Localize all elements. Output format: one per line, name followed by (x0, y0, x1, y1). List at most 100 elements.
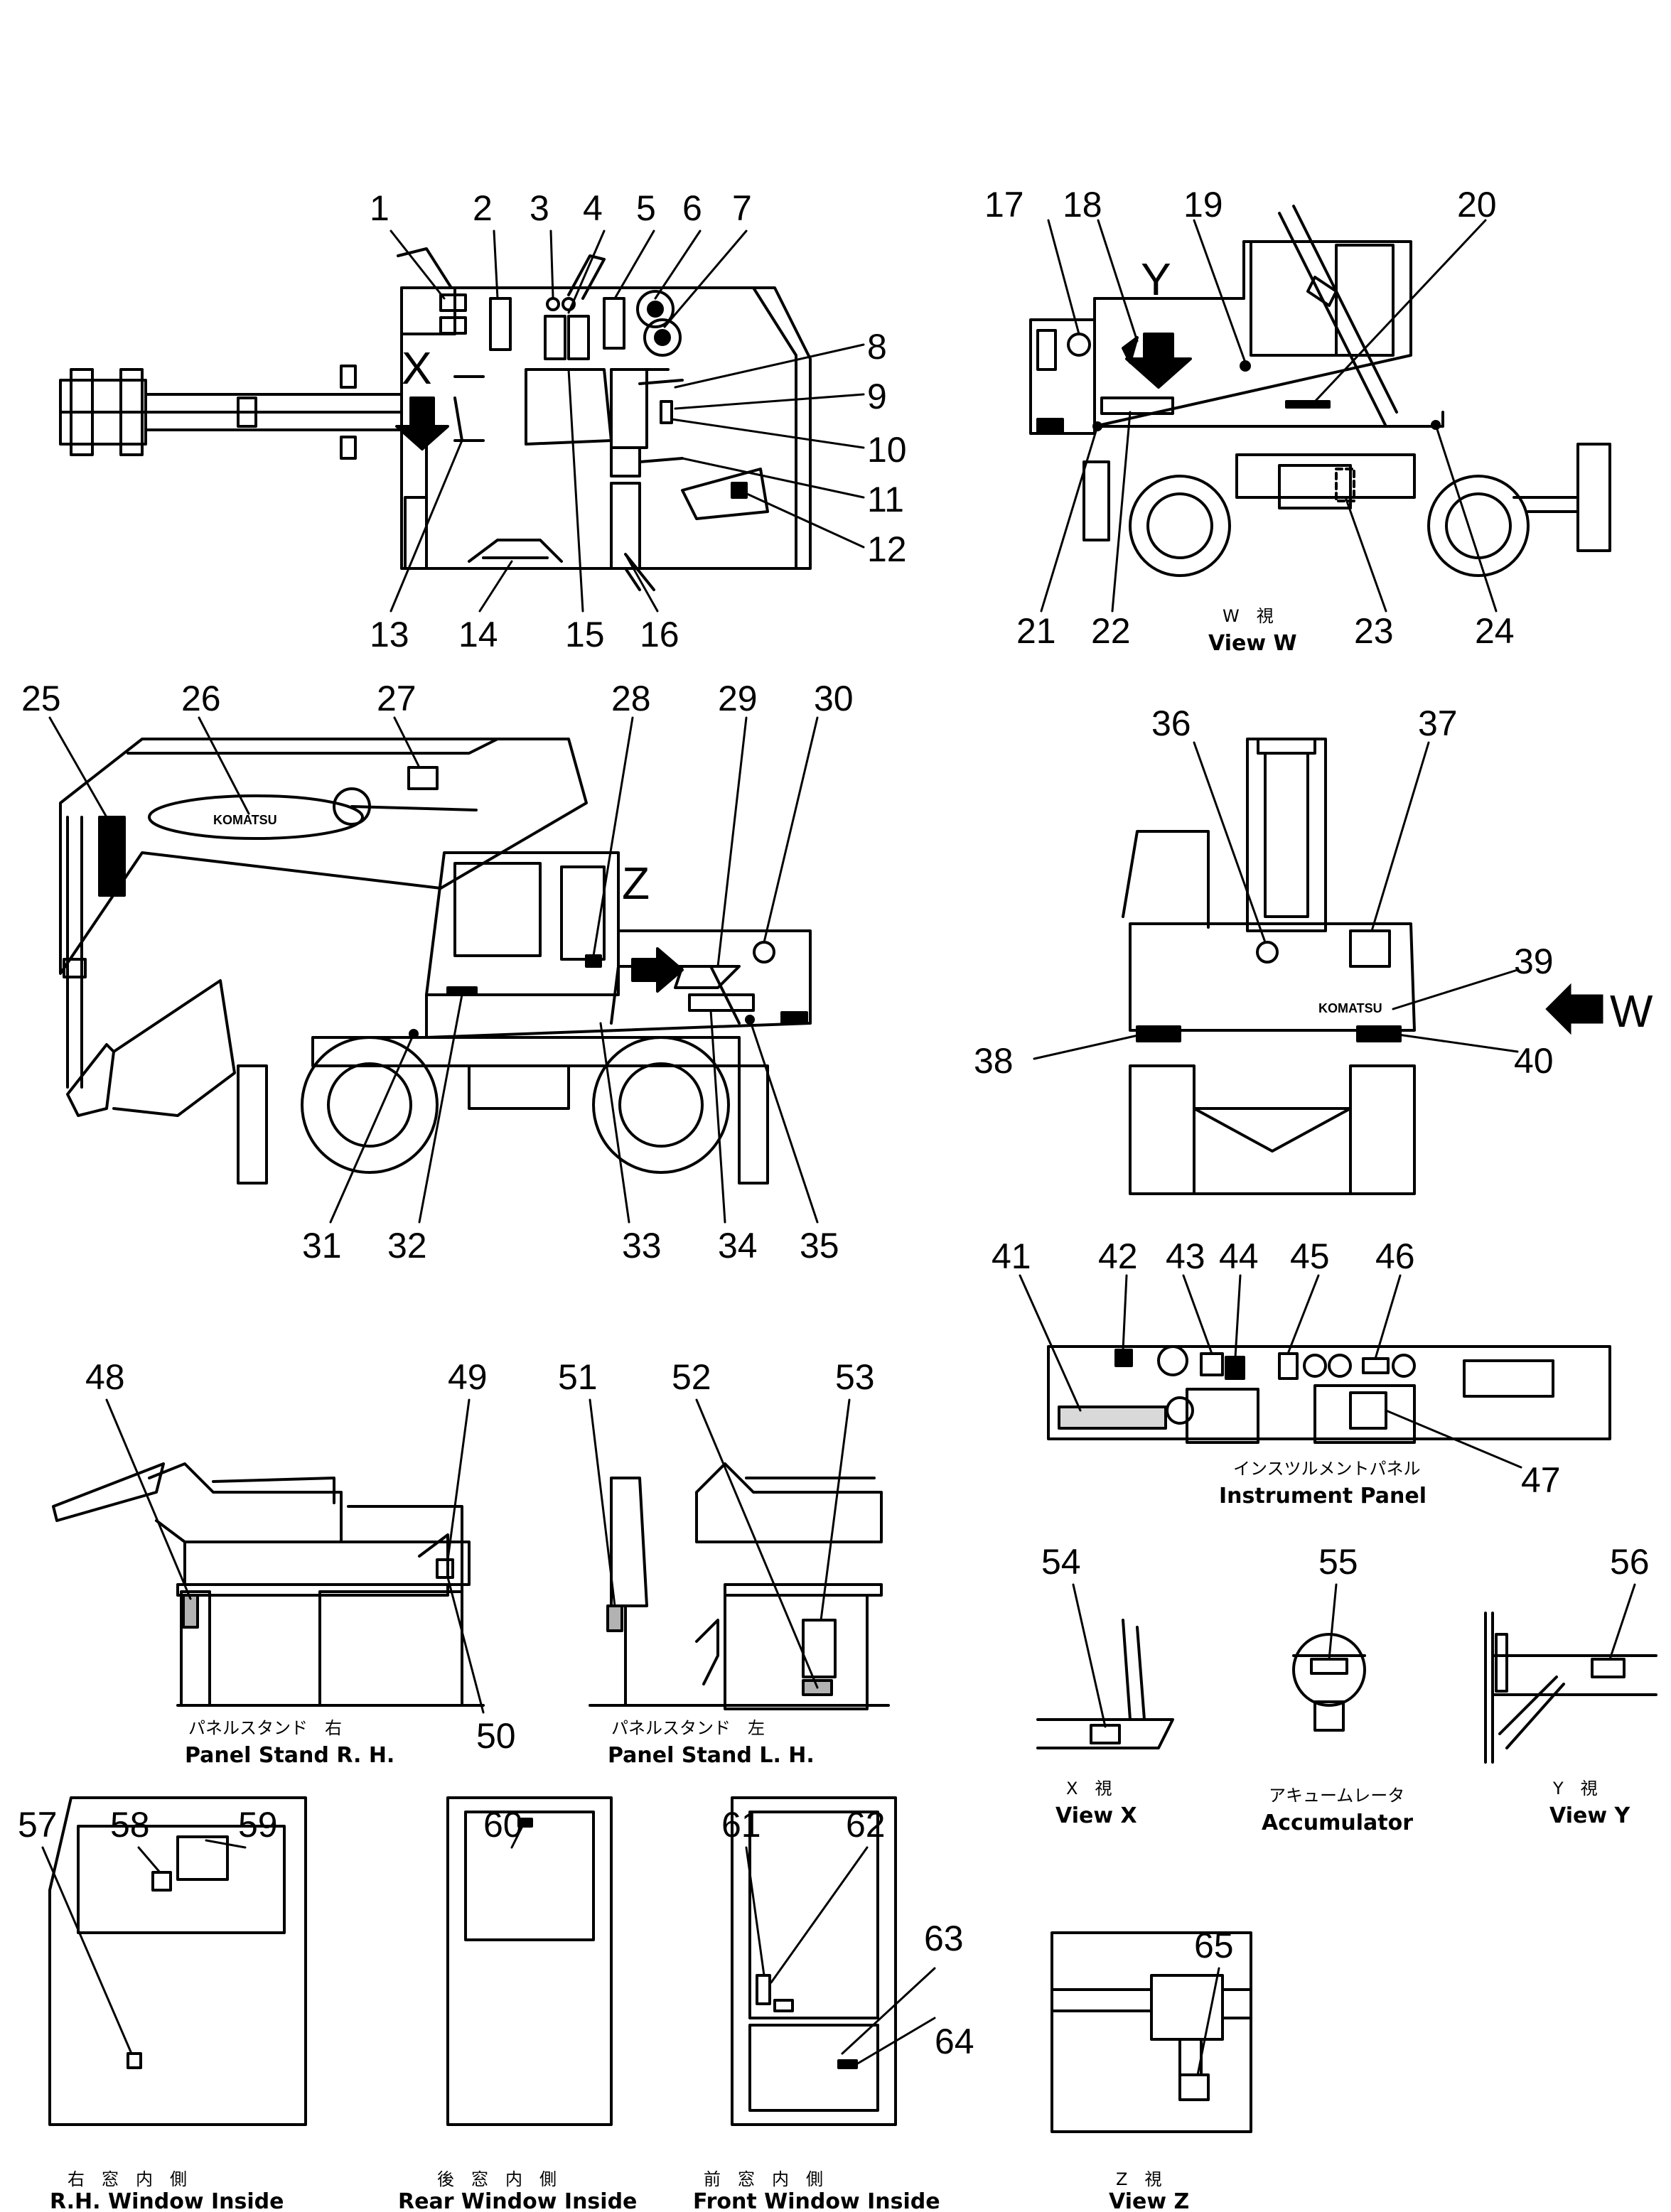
callout-15: 15 (565, 615, 605, 654)
marker-w: W (1610, 986, 1653, 1037)
callout-6: 6 (682, 188, 702, 228)
callout-20: 20 (1457, 185, 1497, 225)
callout-30: 30 (814, 679, 854, 718)
svg-text:KOMATSU: KOMATSU (213, 813, 277, 827)
callout-22: 22 (1091, 611, 1131, 651)
callout-12: 12 (867, 529, 907, 569)
callout-31: 31 (302, 1226, 342, 1266)
callout-25: 25 (21, 679, 61, 718)
view-w-drawing (1029, 205, 1611, 577)
panel-stand-drawings (52, 1462, 890, 1710)
marker-x: X (402, 342, 432, 394)
caption-front-window-jp: 前 窓 内 側 (704, 2169, 823, 2189)
w-arrow-icon (1545, 983, 1603, 1035)
callout-23: 23 (1354, 611, 1394, 651)
callout-65: 65 (1194, 1926, 1234, 1965)
caption-rear-window: Rear Window Inside (398, 2189, 637, 2212)
view-z-drawing (1051, 1931, 1252, 2133)
caption-view-y-jp: Y 視 (1552, 1779, 1598, 1798)
caption-accumulator: Accumulator (1262, 1811, 1413, 1835)
callout-40: 40 (1514, 1041, 1554, 1081)
callout-44: 44 (1219, 1236, 1259, 1276)
callout-8: 8 (867, 327, 887, 367)
callout-64: 64 (935, 2022, 974, 2061)
side-view-drawing: KOMATSU (59, 738, 812, 1185)
caption-view-x-jp: X 視 (1066, 1779, 1112, 1798)
callout-32: 32 (387, 1226, 427, 1266)
caption-rear-window-jp: 後 窓 内 側 (437, 2169, 557, 2189)
callout-14: 14 (458, 615, 498, 654)
callout-19: 19 (1183, 185, 1223, 225)
callout-28: 28 (611, 679, 651, 718)
callout-27: 27 (377, 679, 417, 718)
caption-view-w: View W (1208, 631, 1297, 656)
callout-21: 21 (1016, 611, 1056, 651)
caption-view-y: View Y (1549, 1803, 1630, 1828)
caption-view-z: View Z (1109, 2189, 1189, 2212)
callout-10: 10 (867, 430, 907, 470)
callout-17: 17 (984, 185, 1024, 225)
callout-13: 13 (370, 615, 409, 654)
callout-37: 37 (1418, 703, 1458, 743)
top-view-drawing (59, 247, 812, 591)
captions: W 視 View W パネルスタンド 右 Panel Stand R. H. パ… (50, 606, 1630, 2212)
callout-11: 11 (867, 480, 904, 519)
callout-53: 53 (835, 1357, 875, 1397)
caption-view-x: View X (1055, 1803, 1137, 1828)
callout-5: 5 (636, 188, 656, 228)
callout-43: 43 (1166, 1236, 1205, 1276)
callout-1: 1 (370, 188, 389, 228)
caption-panel-lh-jp: パネルスタンド 左 (611, 1718, 765, 1738)
callout-7: 7 (732, 188, 752, 228)
callout-41: 41 (992, 1236, 1031, 1276)
callout-3: 3 (530, 188, 549, 228)
callout-56: 56 (1610, 1542, 1650, 1582)
callout-36: 36 (1151, 703, 1191, 743)
caption-view-w-jp: W 視 (1223, 606, 1274, 626)
callout-62: 62 (846, 1805, 886, 1845)
caption-rh-window: R.H. Window Inside (50, 2189, 284, 2212)
callout-35: 35 (800, 1226, 839, 1266)
front-view-drawing: KOMATSU (1122, 738, 1416, 1195)
callout-55: 55 (1318, 1542, 1358, 1582)
marker-y: Y (1141, 254, 1171, 305)
callout-57: 57 (18, 1805, 58, 1845)
callout-29: 29 (718, 679, 758, 718)
marker-z: Z (622, 858, 650, 909)
callout-46: 46 (1375, 1236, 1415, 1276)
callout-26: 26 (181, 679, 221, 718)
caption-panel-lh: Panel Stand L. H. (608, 1743, 815, 1768)
caption-rh-window-jp: 右 窓 内 側 (68, 2169, 187, 2189)
leader-lines (41, 219, 1636, 2076)
caption-view-z-jp: Z 視 (1116, 2169, 1161, 2189)
callout-52: 52 (672, 1357, 711, 1397)
caption-instrument-jp: インスツルメントパネル (1233, 1459, 1421, 1479)
caption-instrument: Instrument Panel (1219, 1484, 1426, 1509)
window-drawings (48, 1796, 897, 2126)
callout-33: 33 (622, 1226, 662, 1266)
callout-58: 58 (110, 1805, 150, 1845)
callout-49: 49 (448, 1357, 488, 1397)
callout-60: 60 (483, 1805, 523, 1845)
callout-16: 16 (640, 615, 679, 654)
caption-panel-rh-jp: パネルスタンド 右 (188, 1718, 342, 1738)
caption-panel-rh: Panel Stand R. H. (185, 1743, 394, 1768)
callout-18: 18 (1063, 185, 1102, 225)
callout-50: 50 (476, 1716, 516, 1756)
callout-63: 63 (924, 1919, 964, 1958)
callout-4: 4 (583, 188, 603, 228)
svg-text:KOMATSU: KOMATSU (1318, 1001, 1382, 1015)
small-views-drawing (1036, 1612, 1657, 1764)
callout-39: 39 (1514, 942, 1554, 981)
callout-51: 51 (558, 1357, 598, 1397)
callout-24: 24 (1475, 611, 1515, 651)
caption-front-window: Front Window Inside (693, 2189, 940, 2212)
callout-48: 48 (85, 1357, 125, 1397)
caption-accumulator-jp: アキュームレータ (1269, 1786, 1404, 1806)
callout-labels: 1 2 3 4 5 6 7 8 9 10 11 12 13 14 15 16 1… (18, 185, 1650, 2061)
callout-45: 45 (1290, 1236, 1330, 1276)
callout-34: 34 (718, 1226, 758, 1266)
callout-54: 54 (1041, 1542, 1081, 1582)
callout-42: 42 (1098, 1236, 1138, 1276)
